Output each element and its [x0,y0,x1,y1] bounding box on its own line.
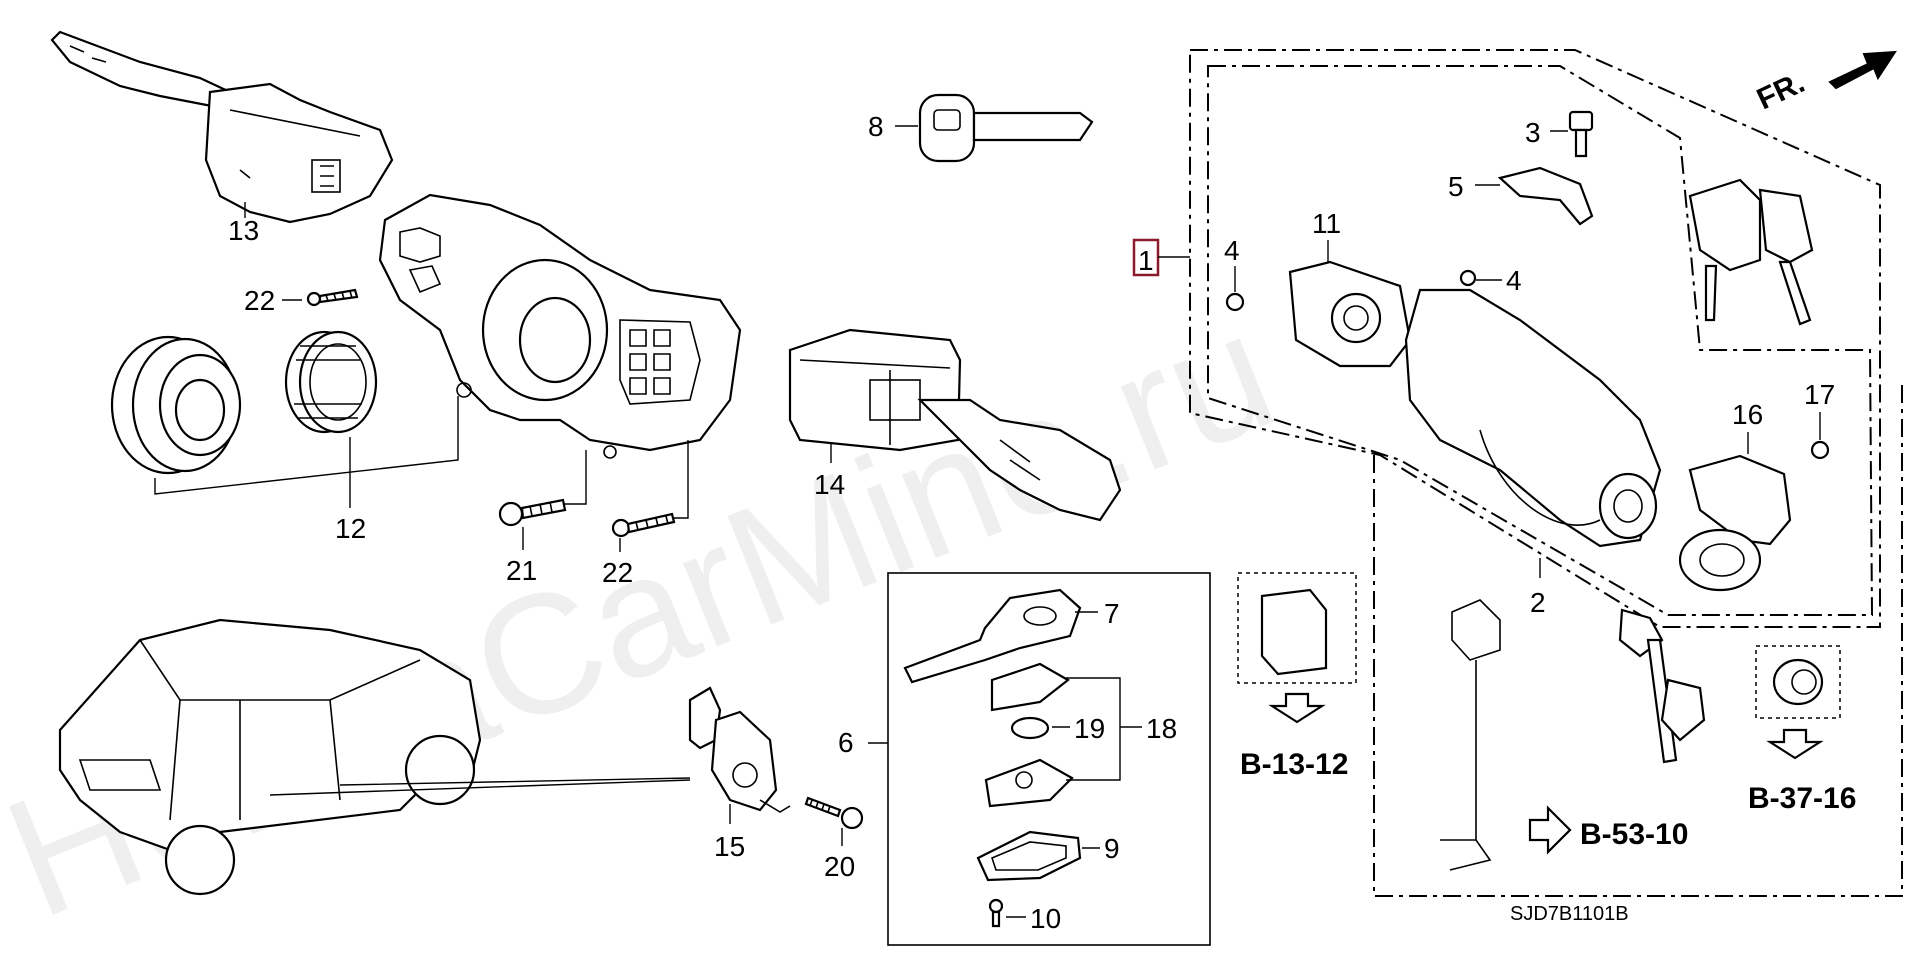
svg-text:FR.: FR. [1752,66,1810,116]
part-12-cable-reel[interactable] [110,330,378,475]
callout-14: 14 [814,469,845,500]
harness-bracket-assembly [1440,599,1501,871]
callout-16: 16 [1732,399,1763,430]
bolt-21[interactable] [498,498,567,527]
part-16-key-cylinder[interactable] [1678,454,1792,592]
callout-3: 3 [1525,117,1541,148]
callout-5: 5 [1448,171,1464,202]
part-15-sensor[interactable] [688,686,791,813]
ref-b-37-16-frame [1755,645,1841,719]
front-direction-indicator: FR. [1752,50,1897,116]
key-kit-group-frame [887,572,1211,946]
switch-body-housing [378,193,742,459]
part-4-screw-left[interactable] [1225,292,1245,312]
callout-11: 11 [1312,208,1341,239]
callout-18: 18 [1146,713,1177,744]
part-18-transmitter[interactable] [984,662,1074,808]
lower-keys [1618,608,1706,764]
callout-6: 6 [838,727,854,758]
callout-2: 2 [1530,587,1546,618]
bolt-22-lower[interactable] [611,512,676,538]
callout-15: 15 [714,831,745,862]
callout-1: 1 [1138,245,1154,276]
callout-12: 12 [335,513,366,544]
ref-b-13-12-frame [1237,572,1357,684]
callout-20: 20 [824,851,855,882]
callout-22-left: 22 [244,285,275,316]
part-2-steering-lock-body[interactable] [1404,288,1662,548]
callout-8: 8 [868,111,884,142]
switch-knob-icon [1772,658,1824,706]
keys-pair [1688,178,1814,326]
bolt-22-left[interactable] [306,288,359,307]
forward-arrow-icon [1828,50,1897,90]
part-4-screw-right[interactable] [1459,269,1477,287]
part-17-screw[interactable] [1810,440,1830,460]
callout-9: 9 [1104,833,1120,864]
control-unit-icon [1260,588,1328,676]
ref-b-37-16[interactable]: B-37-16 [1748,782,1856,815]
callout-4-left: 4 [1224,235,1240,266]
callout-19: 19 [1074,713,1105,744]
callout-13: 13 [228,215,259,246]
diagram-code: SJD7B1101B [1510,903,1629,925]
part-7-key-blank[interactable] [903,588,1082,684]
part-13-combination-switch[interactable] [50,30,394,224]
callout-21: 21 [506,555,537,586]
arrow-right-icon [1528,805,1572,855]
arrow-down-icon [1268,692,1326,724]
ref-b-13-12[interactable]: B-13-12 [1240,748,1348,781]
bolt-20[interactable] [804,796,864,830]
callout-7: 7 [1104,598,1120,629]
vehicle-location-view [58,618,482,896]
part-8-key[interactable] [918,93,1094,163]
lock-cylinder-group-frame [1373,380,1903,897]
part-3-bolt[interactable] [1568,110,1594,158]
assembly-outer-frame [1189,49,1881,628]
part-14-wiper-switch[interactable] [788,328,1122,522]
callout-4-right: 4 [1506,265,1522,296]
part-10-screw[interactable] [988,898,1004,928]
ref-b-53-10[interactable]: B-53-10 [1580,818,1688,851]
arrow-down-icon-2 [1766,728,1824,760]
callout-10: 10 [1030,903,1061,934]
part-9-case[interactable] [976,830,1082,882]
callout-17: 17 [1804,379,1835,410]
part-19-battery[interactable] [1010,716,1050,740]
part-11-immobilizer-unit[interactable] [1288,260,1412,368]
callout-22-lower: 22 [602,557,633,588]
assembly-inner-frame [1207,65,1874,616]
part-5-clamp[interactable] [1497,166,1594,226]
